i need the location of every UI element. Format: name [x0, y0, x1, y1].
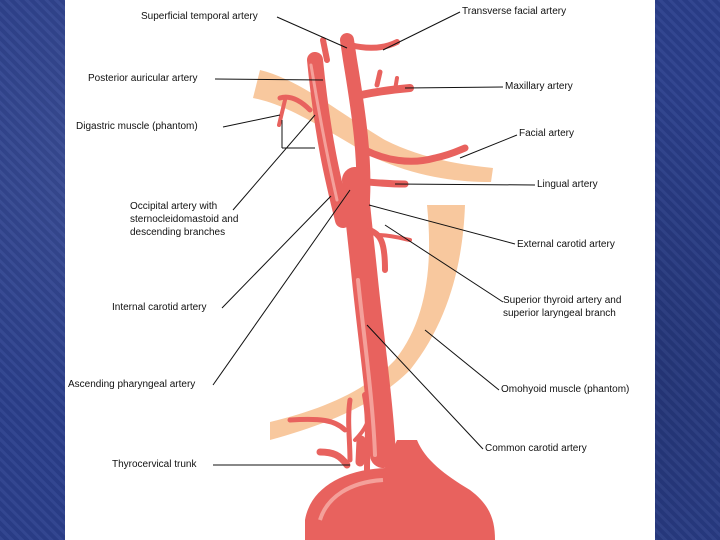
leader-facial [459, 134, 518, 159]
digastric-muscle-phantom [253, 70, 493, 182]
label-transverse-facial-artery: Transverse facial artery [462, 6, 567, 17]
leader-external-carotid [368, 204, 516, 245]
label-ascending-pharyngeal-artery: Ascending pharyngeal artery [68, 379, 196, 390]
leader-superficial-temporal [276, 16, 348, 49]
label-occipital-artery-line2: sternocleidomastoid and [130, 214, 239, 225]
label-digastric-muscle: Digastric muscle (phantom) [76, 121, 198, 132]
leader-lines [212, 11, 536, 466]
label-lingual-artery: Lingual artery [537, 179, 598, 190]
internal-carotid-vessel [307, 52, 351, 228]
leader-transverse-facial [382, 11, 461, 51]
slide-panel: Superficial temporal artery Transverse f… [65, 0, 655, 540]
label-maxillary-artery: Maxillary artery [505, 81, 573, 92]
leader-occipital [232, 114, 316, 211]
leader-maxillary [404, 86, 504, 89]
label-omohyoid-muscle: Omohyoid muscle (phantom) [501, 384, 630, 395]
label-superior-thyroid-line2: superior laryngeal branch [503, 308, 616, 319]
leader-digastric [222, 114, 281, 128]
leader-internal-carotid [221, 195, 332, 309]
label-posterior-auricular-artery: Posterior auricular artery [88, 73, 198, 84]
label-occipital-artery-line3: descending branches [130, 227, 226, 238]
label-thyrocervical-trunk: Thyrocervical trunk [112, 459, 197, 470]
label-internal-carotid-artery: Internal carotid artery [112, 302, 207, 313]
common-carotid-vessel [342, 167, 396, 468]
label-superior-thyroid-line1: Superior thyroid artery and [503, 295, 622, 306]
leader-ascending-pharyngeal [212, 189, 351, 386]
label-superficial-temporal-artery: Superficial temporal artery [141, 11, 258, 22]
aortic-arch [305, 440, 495, 540]
leader-superior-thyroid [384, 224, 504, 303]
carotid-artery-diagram [212, 11, 536, 540]
leader-lingual [394, 183, 536, 186]
leader-omohyoid [424, 329, 500, 391]
label-external-carotid-artery: External carotid artery [517, 239, 615, 250]
leader-common-carotid [366, 324, 484, 450]
label-common-carotid-artery: Common carotid artery [485, 443, 587, 454]
leader-posterior-auricular [214, 78, 324, 81]
label-facial-artery: Facial artery [519, 128, 575, 139]
label-occipital-artery-line1: Occipital artery with [130, 201, 218, 212]
